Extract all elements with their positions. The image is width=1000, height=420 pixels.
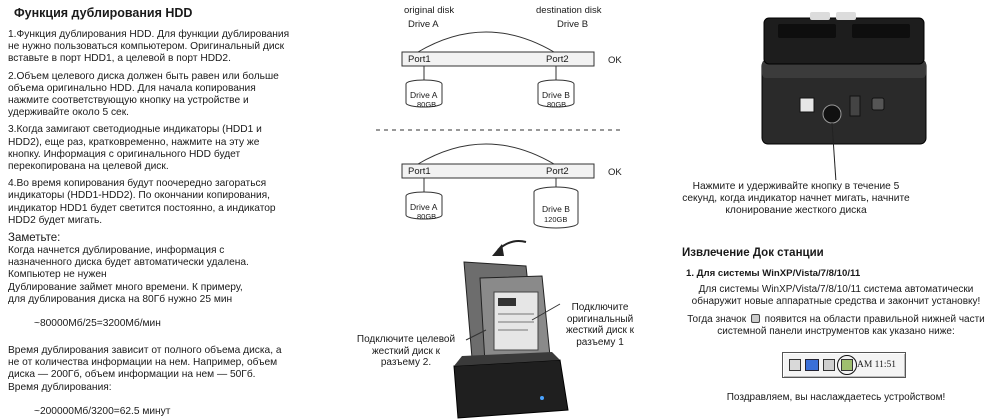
- os-p2-start: Тогда значок: [687, 314, 747, 325]
- tray-speaker-icon: [789, 359, 801, 371]
- tray-network-icon: [823, 359, 835, 371]
- slot-2: [852, 24, 910, 38]
- drive-a-cylinder-bottom: [405, 191, 443, 220]
- original-disk-label: original disk: [404, 5, 455, 16]
- pointer-slot1: [531, 303, 561, 321]
- caption-slot1: Подключите оригинальный жесткий диск к р…: [565, 302, 635, 348]
- button-pointer-line: [831, 122, 837, 180]
- dock-station-illustration: [761, 12, 927, 180]
- drive-b-cylinder-bottom: [533, 186, 579, 229]
- ok-label-bottom: OK: [608, 167, 622, 178]
- tray-highlight-circle: [837, 355, 857, 375]
- drive-b-cylinder-top: [537, 79, 575, 108]
- note-body: Когда начнется дублирование, информация …: [8, 245, 249, 305]
- dock-base: [453, 359, 569, 419]
- drive-b-top-label: Drive B: [557, 19, 589, 30]
- drive-a-top-label: Drive A: [408, 19, 439, 30]
- dock-top-face: [454, 352, 560, 366]
- copy-arc-bottom: [417, 143, 555, 165]
- port-bar-bottom: [401, 163, 595, 179]
- copy-arc-top: [417, 31, 555, 53]
- os-paragraph-2: Тогда значок появится на области правиль…: [674, 314, 998, 339]
- duplication-time-text: Время дублирования зависит от полного об…: [8, 345, 282, 393]
- usb-port: [799, 97, 815, 113]
- port2-label-top: Port2: [546, 54, 569, 65]
- congrats-text: Поздравляем, вы наслаждаетесь устройство…: [726, 392, 946, 403]
- ok-label-top: OK: [608, 55, 622, 66]
- tray-safely-remove-icon[interactable]: [841, 359, 853, 371]
- drive-a-name-top: Drive A: [410, 90, 438, 100]
- drive-b-name-top: Drive B: [542, 90, 570, 100]
- os-title: 1. Для системы WinXP/Vista/7/8/10/11: [686, 268, 861, 279]
- step-4: 4.Во время копирования будут поочередно …: [8, 178, 276, 226]
- step-1: 1.Функция дублирования HDD. Для функции …: [8, 29, 290, 65]
- step-3: 3.Когда замигают светодиодные индикаторы…: [8, 124, 262, 173]
- port2-label-bottom: Port2: [546, 166, 569, 177]
- power-switch: [849, 95, 861, 117]
- note-title: Заметьте:: [8, 232, 61, 245]
- hdd-label-logo: [498, 298, 516, 306]
- clone-button: [822, 104, 842, 124]
- diagram-graphics: [376, 31, 622, 419]
- dc-jack: [871, 97, 885, 111]
- os-paragraph-1: Для системы WinXP/Vista/7/8/10/11 систем…: [691, 284, 981, 308]
- port-bar-top: [401, 51, 595, 67]
- drive-b-name-bottom: Drive B: [542, 204, 570, 214]
- drive-b-size-top: 80GB: [547, 100, 567, 109]
- led-indicator-1: [810, 12, 830, 20]
- system-tray: AM 11:51: [782, 352, 906, 378]
- dock-led: [540, 396, 544, 400]
- port1-label-top: Port1: [408, 54, 431, 65]
- led-indicator-2: [836, 12, 856, 20]
- caption-press-button: Нажмите и удерживайте кнопку в течение 5…: [682, 181, 910, 217]
- formula-speed: ~80000Мб/25=3200Мб/мин: [34, 318, 161, 330]
- destination-disk-label: destination disk: [536, 5, 602, 16]
- drive-b-size-bottom: 120GB: [544, 215, 568, 224]
- drive-a-name-bottom: Drive A: [410, 202, 438, 212]
- duplication-diagram: original disk Drive A destination disk D…: [346, 0, 646, 420]
- dock-info-column: Нажмите и удерживайте кнопку в течение 5…: [660, 0, 1000, 420]
- tray-clock: AM 11:51: [857, 360, 896, 370]
- pointer-slot2: [465, 329, 487, 341]
- insert-arrow-head: [492, 244, 504, 256]
- dock-removal-title: Извлечение Док станции: [682, 247, 824, 259]
- formula-time: ~200000Мб/3200=62.5 минут: [34, 405, 171, 417]
- caption-slot2: Подключите целевой жесткий диск к разъем…: [356, 334, 456, 368]
- safely-remove-icon: [750, 314, 760, 323]
- slot-1: [778, 24, 836, 38]
- os-p2-end: появится на области правильной нижней ча…: [717, 314, 985, 338]
- drive-a-size-bottom: 80GB: [417, 212, 437, 221]
- drive-a-size-top: 80GB: [417, 100, 437, 109]
- instructions-column: Функция дублирования HDD 1.Функция дубли…: [8, 6, 308, 418]
- page-title: Функция дублирования HDD: [14, 6, 193, 20]
- port1-label-bottom: Port1: [408, 166, 431, 177]
- tray-language-icon: [805, 359, 819, 371]
- step-2: 2.Объем целевого диска должен быть равен…: [8, 70, 279, 119]
- dock-with-drives-illustration: [453, 240, 569, 419]
- drive-a-cylinder-top: [405, 79, 443, 108]
